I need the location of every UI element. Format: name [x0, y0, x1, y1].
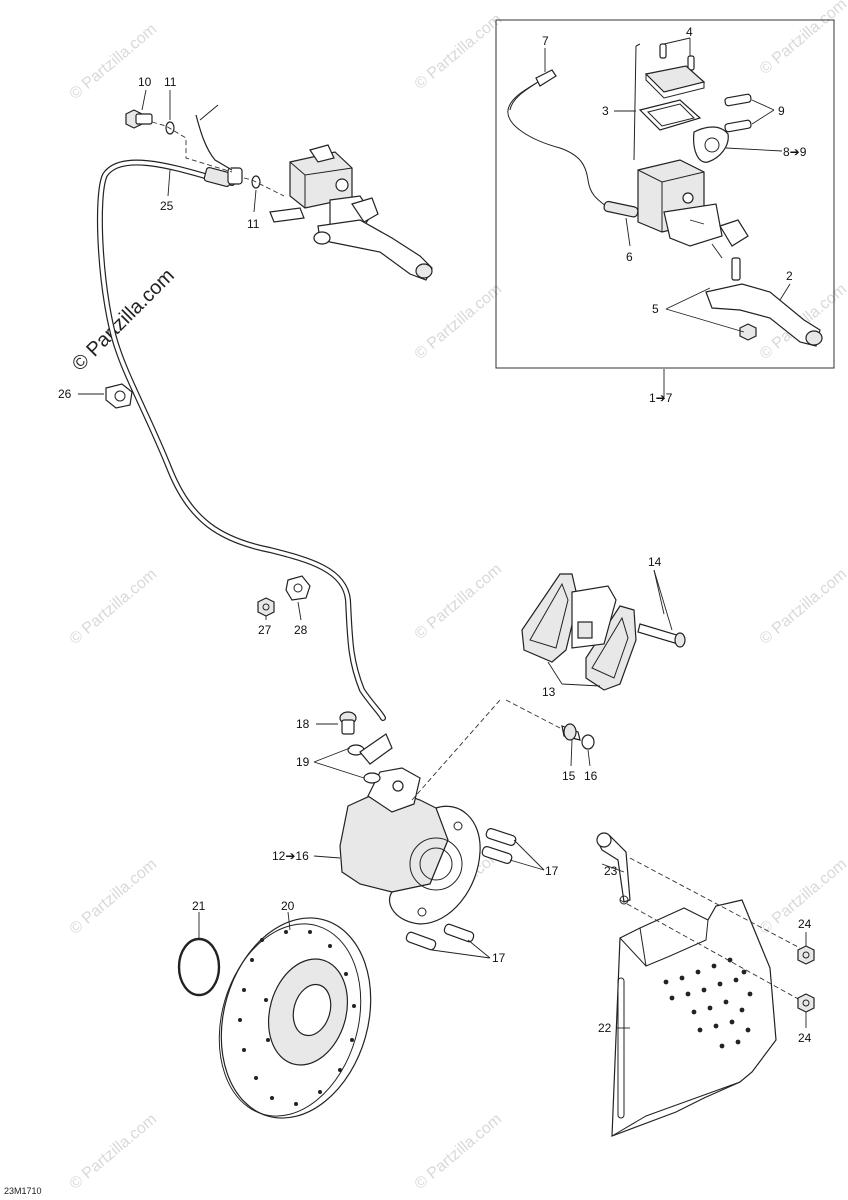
callout-19: 19	[296, 755, 310, 769]
watermark-tile: © Partzilla.com	[412, 281, 506, 363]
banjo-fitting-upper	[227, 167, 243, 185]
watermark-tile: © Partzilla.com	[412, 561, 506, 643]
disc-guard	[611, 899, 777, 1137]
diagram-code: 23M1710	[4, 1186, 42, 1196]
inset-box	[495, 19, 835, 369]
hose-clip	[105, 383, 133, 409]
callout-17-lower: 17	[492, 951, 506, 965]
hose-clamp	[285, 575, 311, 601]
callout-23: 23	[604, 864, 618, 878]
assembly-line-guard-upper	[629, 857, 801, 949]
brake-caliper	[339, 767, 481, 925]
assembly-line-bleeder	[411, 699, 561, 801]
callout-11-upper: 11	[164, 75, 177, 89]
callout-2: 2	[786, 269, 793, 283]
caliper-bolts	[405, 828, 517, 951]
bleeder-valve	[561, 723, 581, 741]
brake-disc	[218, 917, 372, 1119]
callout-24-upper: 24	[798, 917, 812, 931]
callout-1-7: 1➔7	[649, 391, 673, 405]
callout-10: 10	[138, 75, 152, 89]
assembly-line-guard-lower	[619, 899, 801, 1001]
pad-pin	[637, 623, 686, 648]
banjo-bolt-upper	[125, 109, 153, 129]
assembly-line-banjo	[151, 121, 233, 173]
callout-25: 25	[160, 199, 174, 213]
o-ring	[177, 937, 221, 997]
watermark-tile: © Partzilla.com	[757, 566, 848, 648]
callout-16: 16	[584, 769, 598, 783]
callout-13: 13	[542, 685, 556, 699]
callout-20: 20	[281, 899, 295, 913]
callout-labels: 10 11 11 25 26 27 28 7 4 3 9 8➔9 6 2 5 1…	[58, 25, 812, 1045]
assembly-line-washer	[243, 177, 285, 197]
callout-22: 22	[598, 1021, 612, 1035]
callout-14: 14	[648, 555, 662, 569]
callout-18: 18	[296, 717, 310, 731]
guard-nut-lower	[797, 993, 815, 1013]
watermark-tile: © Partzilla.com	[67, 856, 161, 938]
callout-24-lower: 24	[798, 1031, 812, 1045]
callout-28: 28	[294, 623, 308, 637]
watermark-tile: © Partzilla.com	[412, 11, 506, 93]
callout-8-9: 8➔9	[783, 145, 807, 159]
inset-master-cylinder	[507, 43, 823, 347]
callout-17-upper: 17	[545, 864, 559, 878]
leader-lines	[78, 37, 807, 1029]
callout-26: 26	[58, 387, 72, 401]
watermark-tile: © Partzilla.com	[67, 566, 161, 648]
callout-7: 7	[542, 34, 549, 48]
guard-nut-upper	[797, 945, 815, 965]
callout-12-16: 12➔16	[272, 849, 309, 863]
watermark-tile: © Partzilla.com	[412, 1111, 506, 1193]
watermark-tile: © Partzilla.com	[67, 1111, 161, 1193]
master-cylinder-main	[195, 104, 433, 281]
banjo-bolt-lower	[339, 711, 357, 735]
callout-5: 5	[652, 302, 659, 316]
callout-3: 3	[602, 104, 609, 118]
banjo-fitting-lower	[359, 733, 393, 765]
bleeder-cap	[581, 734, 595, 750]
callout-11-lower: 11	[247, 217, 260, 231]
callout-21: 21	[192, 899, 206, 913]
brake-hose	[96, 159, 386, 721]
callout-27: 27	[258, 623, 272, 637]
callout-4: 4	[686, 25, 693, 39]
callout-15: 15	[562, 769, 576, 783]
guard-bracket	[596, 832, 631, 905]
callout-9: 9	[778, 104, 785, 118]
brake-pads	[521, 573, 637, 691]
clamp-nut	[257, 597, 275, 617]
callout-6: 6	[626, 250, 633, 264]
sealing-washer-lower-b	[363, 772, 381, 784]
